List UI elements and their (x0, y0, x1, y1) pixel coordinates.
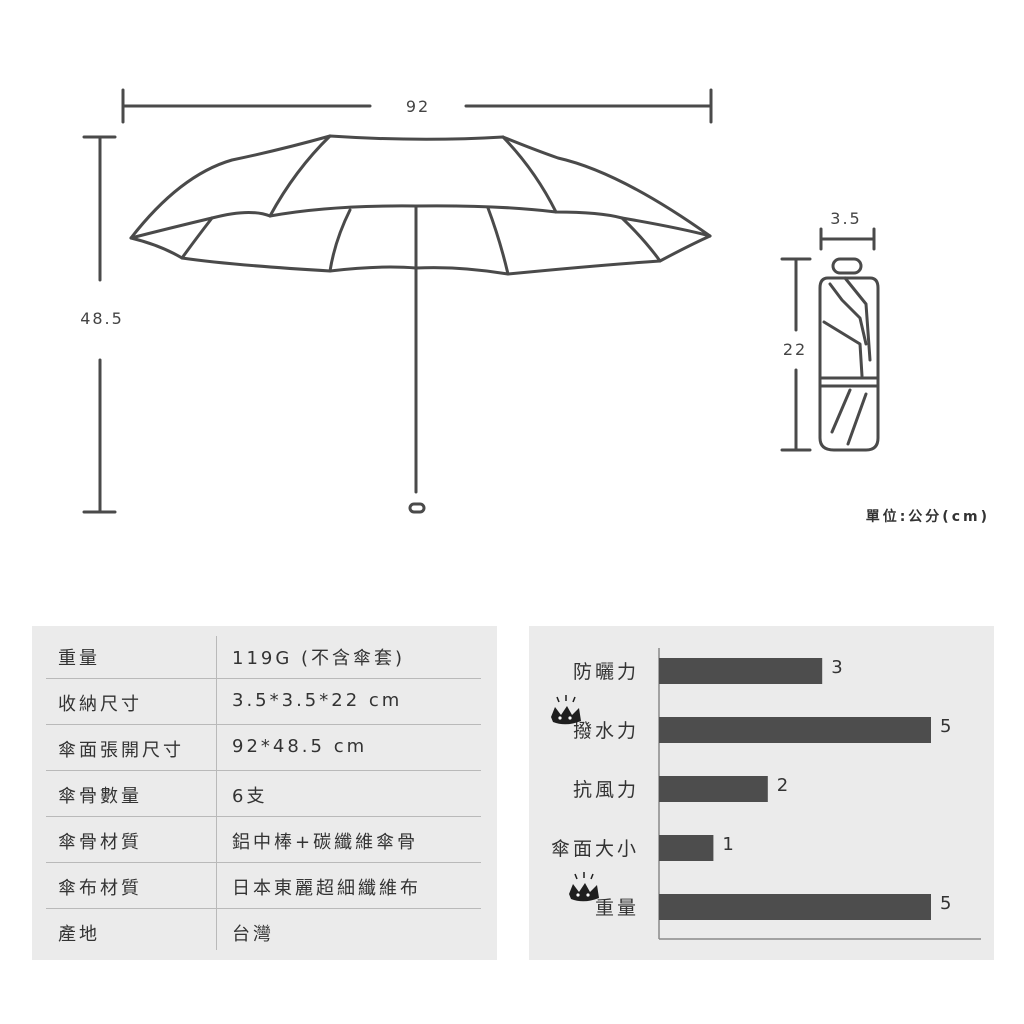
spec-key: 收納尺寸 (58, 694, 142, 715)
spec-row-folded-size: 收納尺寸 3.5*3.5*22 cm (46, 678, 481, 725)
bar-3 (659, 776, 768, 802)
crown-icon (551, 695, 581, 725)
bar-1 (659, 658, 823, 684)
folded-umbrella-illustration (818, 257, 880, 452)
value-label: 5 (940, 893, 951, 914)
height-dimension-label: 48.5 (80, 309, 124, 328)
spec-row-open-size: 傘面張開尺寸 92*48.5 cm (46, 724, 481, 771)
spec-value: 119G (不含傘套) (232, 648, 406, 669)
unit-label: 單位:公分(cm) (865, 509, 990, 525)
rating-chart-panel: 防曬力 3 撥水力 5 抗風力 2 傘面大小 1 重量 5 (529, 626, 994, 960)
spec-value: 台灣 (232, 924, 274, 945)
spec-key: 傘骨材質 (58, 832, 142, 853)
spec-column-divider (216, 636, 217, 950)
crown-icon (569, 872, 599, 902)
value-label: 5 (940, 716, 951, 737)
spec-value: 鋁中棒+碳纖維傘骨 (232, 832, 419, 853)
spec-row-rib-material: 傘骨材質 鋁中棒+碳纖維傘骨 (46, 816, 481, 863)
spec-key: 產地 (58, 924, 100, 945)
folded-length-label: 22 (783, 340, 807, 359)
value-label: 3 (831, 657, 842, 678)
category-label: 撥水力 (573, 720, 639, 742)
spec-value: 日本東麗超細纖維布 (232, 878, 421, 899)
spec-row-fabric-material: 傘布材質 日本東麗超細纖維布 (46, 862, 481, 909)
spec-key: 傘面張開尺寸 (58, 740, 184, 761)
value-label: 1 (722, 834, 733, 855)
folded-width-label: 3.5 (830, 209, 861, 228)
spec-key: 重量 (58, 648, 100, 669)
open-umbrella-illustration (129, 134, 712, 514)
bar-5 (659, 894, 931, 920)
rating-bar-chart: 防曬力 3 撥水力 5 抗風力 2 傘面大小 1 重量 5 (551, 648, 981, 940)
spec-row-weight: 重量 119G (不含傘套) (46, 632, 481, 679)
category-label: 抗風力 (573, 779, 639, 801)
bar-4 (659, 835, 714, 861)
category-label: 防曬力 (573, 661, 639, 683)
bar-2 (659, 717, 931, 743)
category-label: 重量 (595, 897, 639, 919)
spec-value: 92*48.5 cm (232, 736, 368, 757)
spec-value: 3.5*3.5*22 cm (232, 690, 403, 711)
value-label: 2 (777, 775, 788, 796)
spec-key: 傘骨數量 (58, 786, 142, 807)
category-label: 傘面大小 (551, 838, 639, 860)
spec-key: 傘布材質 (58, 878, 142, 899)
umbrella-dimension-diagram: 92 48.5 3.5 22 (80, 88, 880, 514)
spec-row-origin: 產地 台灣 (46, 908, 481, 954)
width-dimension-label: 92 (406, 97, 430, 116)
spec-row-rib-count: 傘骨數量 6支 (46, 770, 481, 817)
spec-value: 6支 (232, 786, 268, 807)
spec-table: 重量 119G (不含傘套) 收納尺寸 3.5*3.5*22 cm 傘面張開尺寸… (32, 626, 497, 960)
